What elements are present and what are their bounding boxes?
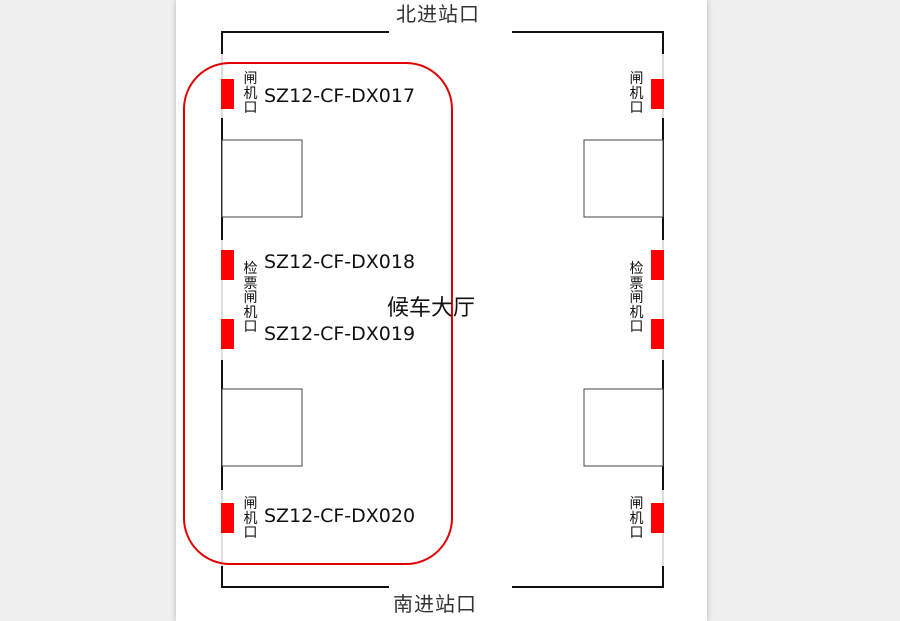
gate-label-left-2: 闸机口 [243,496,258,541]
top-wall-right [512,31,664,54]
document-page [176,0,707,621]
bottom-wall-right [512,566,664,588]
room-box-right-bottom [583,388,664,467]
device-label-dx018: SZ12-CF-DX018 [264,251,416,273]
room-box-right-top [583,139,664,218]
hall-label: 候车大厅 [387,296,476,321]
left-margin [0,0,176,621]
gate-label-right-1: 闸机口 [629,71,644,116]
device-label-dx020: SZ12-CF-DX020 [264,505,416,527]
right-margin [707,0,900,621]
gate-markers [221,79,664,533]
gate-marker-right-1 [651,79,664,109]
gate-marker-right-4 [651,503,664,533]
gate-marker-left-2 [221,250,234,280]
device-label-dx017: SZ12-CF-DX017 [264,85,416,107]
highlight-outline [183,62,453,565]
gate-label-left-1: 闸机口 [243,71,258,116]
rooms [221,139,664,467]
gate-marker-right-2 [651,250,664,280]
north-entrance-label: 北进站口 [396,2,480,26]
gate-marker-left-3 [221,319,234,349]
gate-marker-right-3 [651,319,664,349]
gate-marker-left-1 [221,79,234,109]
room-box-left-bottom [221,388,303,467]
device-label-dx019: SZ12-CF-DX019 [264,323,416,345]
gate-label-right-2: 闸机口 [629,496,644,541]
bottom-wall-left [221,566,389,588]
ticket-gate-label-left: 检票闸机口 [243,261,258,335]
south-entrance-label: 南进站口 [393,592,477,616]
ticket-gate-label-right: 检票闸机口 [629,261,644,335]
room-box-left-top [221,139,303,218]
top-wall-left [221,31,389,54]
gate-marker-left-4 [221,503,234,533]
